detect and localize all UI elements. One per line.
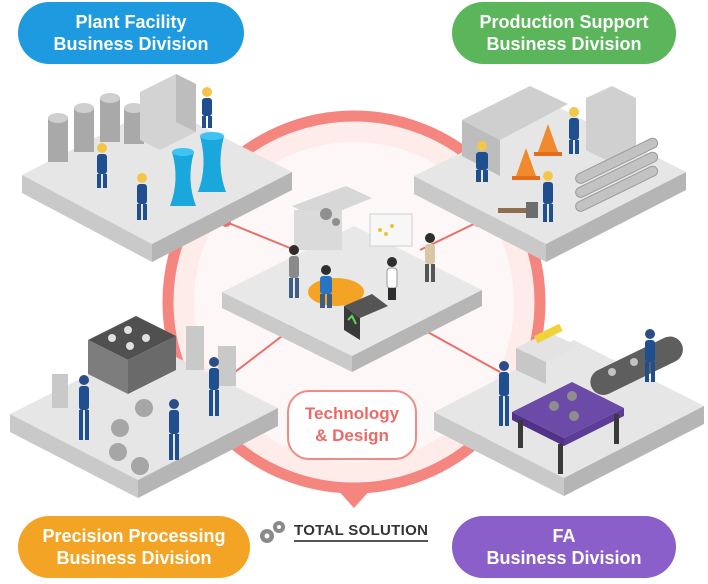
fa-title: FA [552, 526, 576, 546]
plant-facility-subtitle: Business Division [53, 34, 209, 54]
precision-processing-title: Precision Processing [42, 526, 226, 546]
fa-illustration [434, 323, 704, 496]
fa-pill: FA Business Division [452, 516, 676, 578]
plant-facility-title: Plant Facility [75, 12, 187, 32]
worker-icon [79, 357, 219, 460]
center-label-line2: & Design [315, 426, 389, 445]
total-solution-text: TOTAL SOLUTION [294, 522, 429, 542]
worker-icon [476, 107, 579, 222]
worker-icon [97, 87, 212, 220]
technology-design-label: Technology & Design [287, 390, 417, 460]
total-solution-badge: TOTAL SOLUTION [258, 518, 429, 546]
conveyor-icon [590, 336, 683, 395]
production-support-title: Production Support [479, 12, 649, 32]
gears-icon [260, 521, 285, 543]
precision-processing-pill: Precision Processing Business Division [18, 516, 250, 578]
production-support-subtitle: Business Division [486, 34, 642, 54]
center-label-line1: Technology [304, 404, 400, 423]
production-support-pill: Production Support Business Division [452, 2, 676, 64]
laptop-icon [344, 294, 388, 340]
worker-icon [499, 329, 655, 426]
technology-design-illustration [222, 186, 482, 372]
fa-subtitle: Business Division [486, 548, 642, 568]
gears-icon [109, 399, 153, 475]
cooling-tower-icon [170, 132, 226, 206]
gears-icon [320, 208, 340, 226]
precision-processing-subtitle: Business Division [56, 548, 212, 568]
precision-processing-illustration [10, 316, 278, 498]
plant-facility-pill: Plant Facility Business Division [18, 2, 244, 64]
production-support-illustration [414, 86, 686, 262]
plant-facility-illustration [22, 74, 292, 262]
traffic-cone-icon [512, 124, 562, 180]
